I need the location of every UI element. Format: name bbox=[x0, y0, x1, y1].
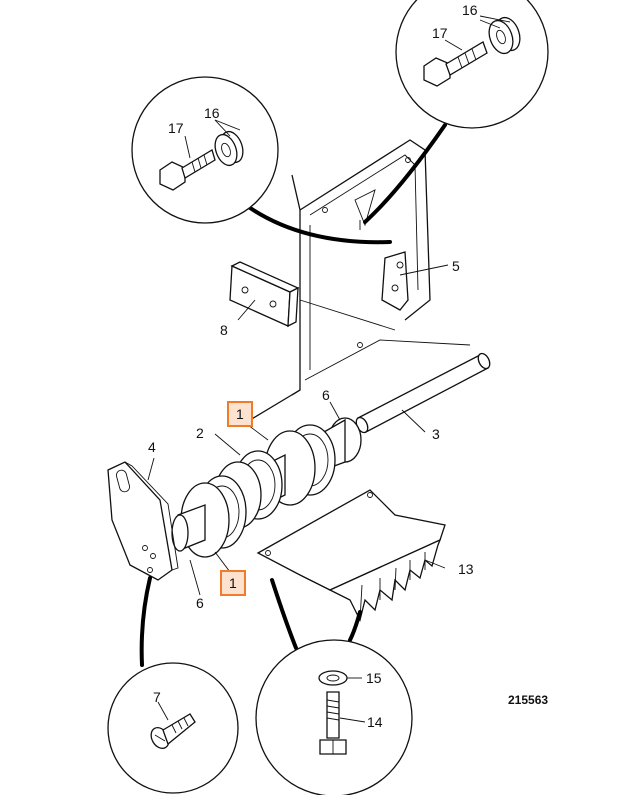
callout-7: 7 bbox=[153, 689, 161, 705]
svg-text:1: 1 bbox=[229, 575, 237, 591]
washer-icon bbox=[488, 16, 521, 55]
spool-assembly-part-2 bbox=[171, 417, 362, 558]
highlighted-callout-1-upper: 1 bbox=[227, 401, 253, 427]
mounting-frame bbox=[249, 139, 471, 421]
guard-part-13 bbox=[256, 489, 446, 622]
detail-circle-bottom-center bbox=[255, 639, 413, 795]
bolt-icon bbox=[423, 41, 488, 87]
callout-16-top-left: 16 bbox=[204, 105, 220, 121]
shaft-part-3 bbox=[355, 352, 491, 434]
callout-3: 3 bbox=[432, 426, 440, 442]
detail-circle-top-left bbox=[131, 76, 279, 224]
countersunk-screw-icon bbox=[150, 713, 196, 749]
callout-8: 8 bbox=[220, 322, 228, 338]
callout-6-lower: 6 bbox=[196, 595, 204, 611]
callout-5: 5 bbox=[452, 258, 460, 274]
callout-14: 14 bbox=[367, 714, 383, 730]
callout-labels: 16 17 16 17 5 8 6 3 2 4 13 6 7 15 14 bbox=[148, 2, 478, 730]
callout-17-top-right: 17 bbox=[432, 25, 448, 41]
washer-icon bbox=[318, 670, 348, 686]
bolt-icon bbox=[159, 149, 216, 191]
callout-13: 13 bbox=[458, 561, 474, 577]
callout-15: 15 bbox=[366, 670, 382, 686]
callout-17-top-left: 17 bbox=[168, 120, 184, 136]
bracket-part-5 bbox=[381, 251, 409, 311]
callout-6-upper: 6 bbox=[322, 387, 330, 403]
leader-lines bbox=[147, 15, 511, 723]
plate-part-8 bbox=[229, 261, 300, 328]
side-plate-part-4 bbox=[107, 461, 179, 581]
bolt-icon bbox=[319, 691, 347, 755]
callout-4: 4 bbox=[148, 439, 156, 455]
callout-2: 2 bbox=[196, 425, 204, 441]
highlighted-callout-1-lower: 1 bbox=[220, 570, 246, 596]
callout-16-top-right: 16 bbox=[462, 2, 478, 18]
detail-circle-top-right bbox=[395, 0, 549, 129]
drawing-reference-number: 215563 bbox=[508, 693, 548, 707]
detail-circle-bottom-left bbox=[107, 662, 239, 794]
svg-text:1: 1 bbox=[236, 406, 244, 422]
detail-connectors bbox=[139, 123, 447, 667]
